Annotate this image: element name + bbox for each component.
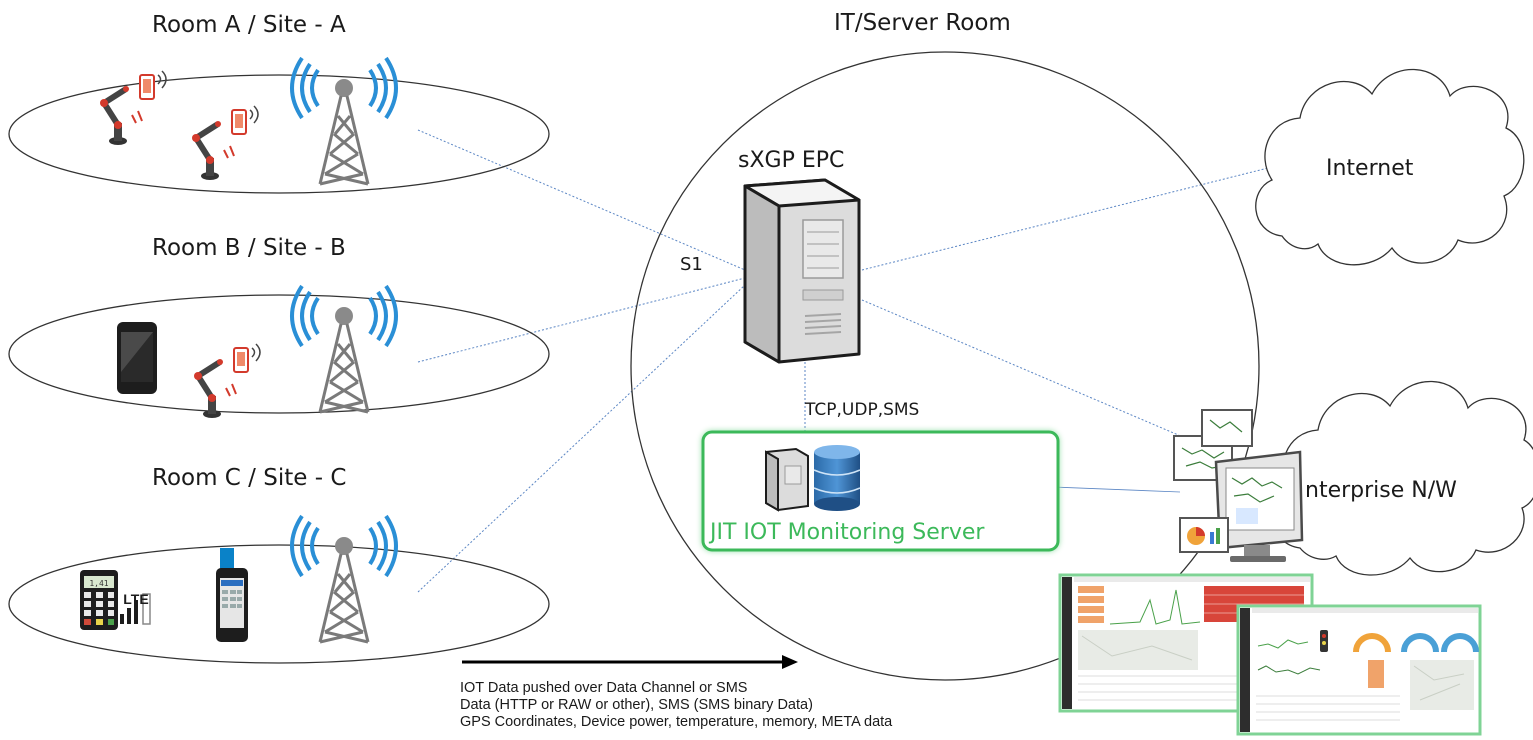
robot-arm-icon — [192, 106, 258, 180]
footer-line-3: GPS Coordinates, Device power, temperatu… — [460, 714, 893, 730]
link-enterprise — [861, 299, 1191, 441]
card-reader-phone-icon — [216, 548, 248, 642]
enterprise-cloud-icon — [1273, 380, 1533, 576]
link-site-b — [417, 277, 746, 363]
server-room-circle — [630, 51, 1260, 681]
internet-label: Internet — [1326, 156, 1414, 181]
link-site-c — [417, 284, 746, 593]
s1-interface-label: S1 — [680, 254, 703, 275]
server-room-title: IT/Server Room — [834, 10, 1011, 36]
monitoring-server-title: JIT IOT Monitoring Server — [710, 520, 985, 545]
site-c-title: Room C / Site - C — [152, 465, 347, 491]
footer-line-2: Data (HTTP or RAW or other), SMS (SMS bi… — [460, 697, 813, 713]
monitor-icon — [1173, 409, 1304, 562]
protocols-label: TCP,UDP,SMS — [805, 400, 920, 420]
site-c-ellipse — [8, 544, 550, 664]
epc-title: sXGP EPC — [738, 148, 845, 173]
pos-terminal-icon — [80, 570, 151, 630]
database-icon — [813, 445, 861, 511]
data-flow-arrow — [462, 655, 798, 669]
robot-arm-icon — [100, 71, 166, 145]
site-a-title: Room A / Site - A — [152, 12, 346, 38]
lte-label: LTE — [123, 591, 148, 607]
robot-arm-icon — [194, 344, 260, 418]
pos-screen-text: 1,41 — [89, 579, 108, 588]
link-internet — [861, 167, 1269, 271]
footer-line-1: IOT Data pushed over Data Channel or SMS — [460, 680, 748, 696]
internet-cloud-icon — [1255, 68, 1525, 266]
site-b-ellipse — [8, 294, 550, 414]
site-b-title: Room B / Site - B — [152, 235, 346, 261]
cell-tower-icon — [290, 514, 398, 644]
cell-tower-icon — [290, 284, 398, 414]
epc-server-icon — [743, 178, 861, 364]
link-site-a — [417, 129, 746, 271]
smartphone-icon — [117, 322, 157, 394]
enterprise-label: nterprise N/W — [1305, 478, 1457, 503]
dashboard-screenshot — [1236, 604, 1482, 736]
monitoring-server-icon — [765, 447, 809, 512]
site-a-ellipse — [8, 74, 550, 194]
